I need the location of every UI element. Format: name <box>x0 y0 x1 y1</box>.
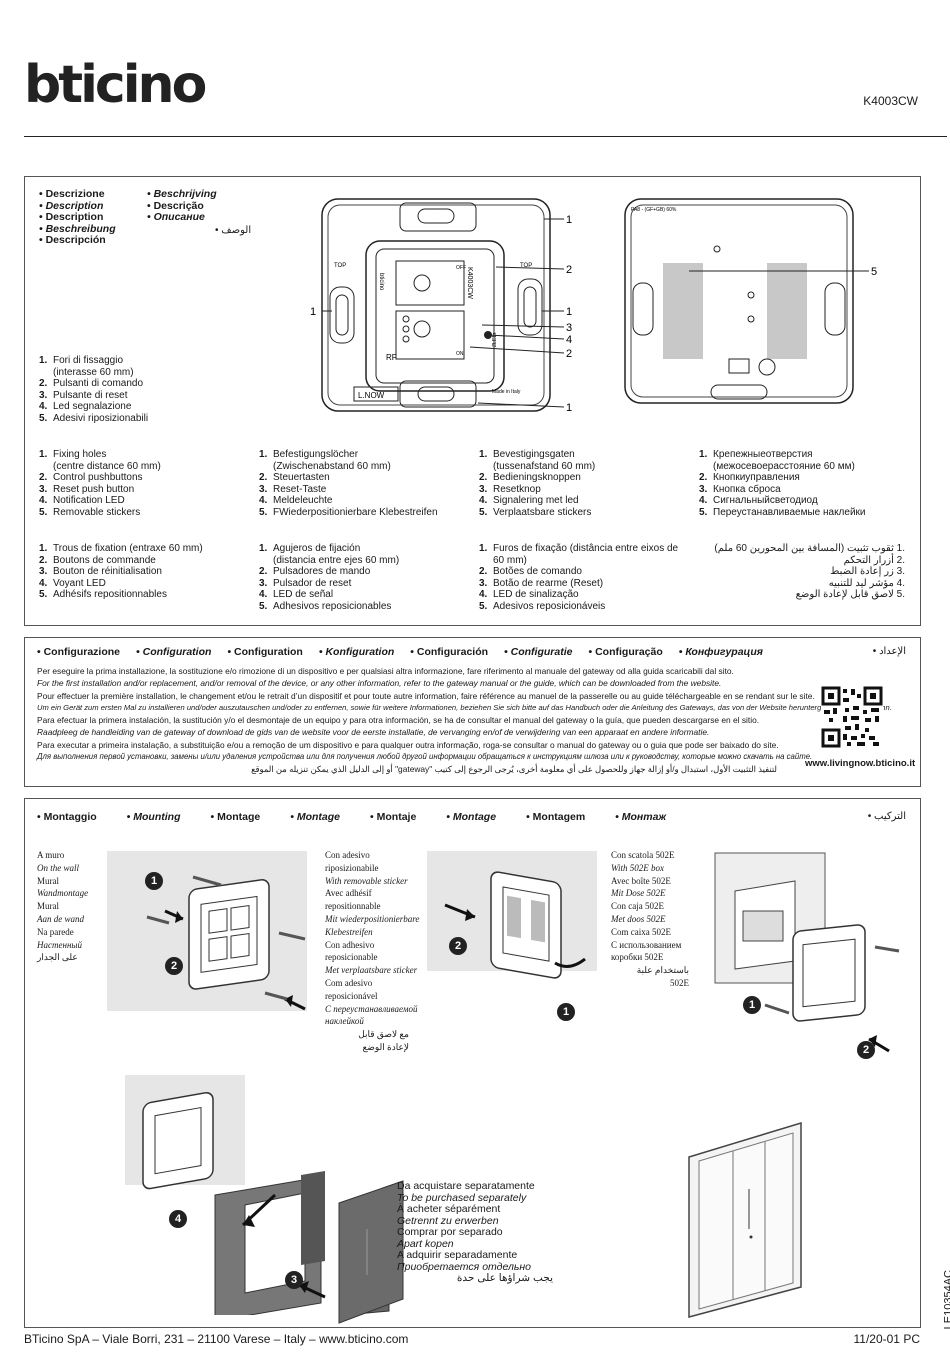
callout-4: 4 <box>566 334 572 346</box>
off-label: OFF <box>456 265 466 271</box>
list-fr: 1.Trous de fixation (entraxe 60 mm) 2.Bo… <box>39 543 203 600</box>
adhesive-mount-drawing <box>444 871 586 979</box>
model-label: K4003CW <box>466 267 473 299</box>
box-mount-drawing <box>714 852 900 1053</box>
heading-en: Description <box>39 200 116 213</box>
on-label: ON <box>456 351 464 357</box>
heading-nl: Beschrijving <box>147 188 217 201</box>
cfg-pt: Para executar a primeira instalação, a s… <box>37 739 779 750</box>
step-2-box: 2 <box>857 1041 875 1059</box>
heading-ru: Описание <box>147 211 217 224</box>
callout-1-top: 1 <box>566 214 572 226</box>
zle-label: ZLE1s <box>492 332 498 347</box>
description-headings-col1: Descrizione Description Description Besc… <box>39 188 116 247</box>
brand-logo: bticino <box>24 55 207 115</box>
list-ru: 1.Крепежныеотверстия (межосевоерасстояни… <box>699 449 866 518</box>
configuration-headings: ConfigurazioneConfigurationConfiguration… <box>37 646 763 658</box>
header-divider <box>24 136 947 137</box>
list-pt: 1.Furos de fixação (distância entre eixo… <box>479 543 679 612</box>
footer-address: BTicino SpA – Viale Borri, 231 – 21100 V… <box>24 1332 409 1346</box>
qr-code-icon <box>821 686 883 748</box>
step-2-adhesive: 2 <box>449 937 467 955</box>
step-3-cover: 3 <box>285 1271 303 1289</box>
heading-it: Descrizione <box>39 188 116 201</box>
callout-1-bottom: 1 <box>566 402 572 414</box>
made-in-label: Made in Italy <box>492 389 521 395</box>
callout-2-bottom: 2 <box>566 348 572 360</box>
device-front-diagram: L.NOW RF TOP TOP OFF ON Made in Italy bt… <box>310 198 572 414</box>
step-2-wall: 2 <box>165 957 183 975</box>
cfg-de: Um ein Gerät zum ersten Mal zu installie… <box>37 702 892 712</box>
mounting-heading-ar: • التركيب <box>867 811 906 822</box>
device-back-diagram: PA8 - (GF+GB) 60% 5 <box>624 198 877 404</box>
configuration-url[interactable]: www.livingnow.bticino.it <box>805 758 916 769</box>
rf-label: RF <box>386 353 397 362</box>
list-nl: 1.Bevestigingsgaten (tussenafstand 60 mm… <box>479 449 596 518</box>
finished-device-drawing <box>688 1121 802 1318</box>
list-es: 1.Agujeros de fijación (distancia entre … <box>259 543 400 612</box>
description-section: Descrizione Description Description Besc… <box>24 176 921 626</box>
callout-1-left: 1 <box>310 306 316 318</box>
cfg-fr: Pour effectuer la première installation,… <box>37 690 815 701</box>
step-4-cover: 4 <box>169 1210 187 1228</box>
wall-mount-drawing <box>146 875 306 1011</box>
list-en: 1.Fixing holes (centre distance 60 mm) 2… <box>39 449 161 518</box>
configuration-heading-ar: • الإعداد <box>872 646 906 657</box>
cfg-es: Para efectuar la primera instalación, la… <box>37 715 760 726</box>
cfg-ar: لتنفيذ التثبيت الأول، استبدال و/أو إزالة… <box>251 764 777 775</box>
heading-fr: Description <box>39 211 116 224</box>
cfg-ru: Для выполнения первой установки, замены … <box>37 752 813 762</box>
pa-label: PA8 - (GF+GB) 60% <box>631 207 677 213</box>
list-de: 1.Befestigungslöcher (Zwischenabstand 60… <box>259 449 438 518</box>
configuration-text: Per eseguire la prima installazione, la … <box>37 665 892 776</box>
heading-ar: • الوصف <box>215 225 252 236</box>
lnow-label: L.NOW <box>358 391 385 400</box>
callout-3: 3 <box>566 322 572 334</box>
description-headings-col2: Beschrijving Descrição Описание <box>147 188 217 224</box>
top-label-right: TOP <box>520 263 532 269</box>
step-1-adhesive: 1 <box>557 1003 575 1021</box>
step-1-wall: 1 <box>145 872 163 890</box>
cfg-it: Per eseguire la prima installazione, la … <box>37 666 734 676</box>
heading-de: Beschreibung <box>39 223 116 236</box>
mounting-headings: MontaggioMountingMontageMontageMontajeMo… <box>37 811 666 823</box>
callout-2-top: 2 <box>566 264 572 276</box>
callout-1-mid: 1 <box>566 306 572 318</box>
callout-5: 5 <box>871 266 877 278</box>
product-code: K4003CW <box>863 94 918 108</box>
cfg-en: For the first installation and/or replac… <box>37 678 722 689</box>
cfg-nl: Raadpleeg de handleiding van de gateway … <box>37 727 710 738</box>
document-code: LE10354AC <box>942 1270 950 1330</box>
brand-small-label: bticino <box>378 273 384 291</box>
footer-revision: 11/20-01 PC <box>853 1332 921 1346</box>
list-ar: .1 ثقوب تثبيت (المسافة بين المحورين 60 م… <box>714 543 905 600</box>
cover-plate-drawing <box>338 1180 404 1324</box>
top-label-left: TOP <box>334 263 346 269</box>
step-1-box: 1 <box>743 996 761 1014</box>
mounting-section: MontaggioMountingMontageMontageMontajeMo… <box>24 798 921 1328</box>
list-it: 1.Fori di fissaggio (interasse 60 mm) 2.… <box>39 355 149 424</box>
heading-pt: Descrição <box>147 200 217 213</box>
configuration-section: ConfigurazioneConfigurationConfiguration… <box>24 637 921 787</box>
heading-es: Descripción <box>39 234 116 247</box>
